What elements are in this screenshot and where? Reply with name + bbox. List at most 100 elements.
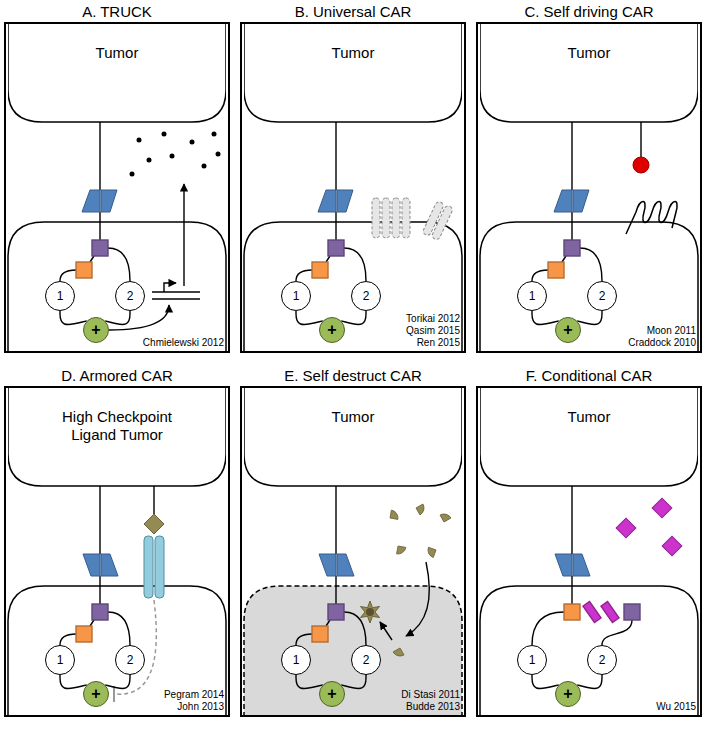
signal-domain-circle: 2 bbox=[587, 281, 617, 311]
checkpoint-ligand bbox=[144, 514, 164, 534]
dying-t-cell bbox=[244, 586, 462, 717]
signal-domain-circle: 2 bbox=[351, 281, 381, 311]
cytokine-dot bbox=[216, 152, 221, 157]
signal-domain-circle: 2 bbox=[115, 281, 145, 311]
panel-box: Tumor12+E. Self destruct CARDi Stasi 201… bbox=[240, 366, 466, 717]
car-signaling bbox=[60, 486, 130, 645]
t-cell-outline bbox=[244, 222, 462, 353]
citation-stack: Torikai 2012Qasim 2015Ren 2015 bbox=[406, 313, 460, 349]
drug-wedge bbox=[440, 511, 451, 522]
tumor-membrane bbox=[8, 386, 226, 486]
panel-title: F. Conditional CAR bbox=[476, 367, 702, 385]
inhibition-line bbox=[116, 600, 156, 694]
domain-number: 1 bbox=[529, 653, 536, 667]
signal-domain-circle: 1 bbox=[517, 281, 547, 311]
dimerizer-diamond bbox=[616, 518, 636, 538]
citation: Ren 2015 bbox=[406, 337, 460, 349]
activation-sign: + bbox=[91, 322, 100, 338]
panel-title: C. Self driving CAR bbox=[476, 3, 702, 21]
cytokine-dot bbox=[147, 158, 152, 163]
signal-connector bbox=[577, 311, 602, 325]
gene-strand bbox=[152, 291, 200, 292]
t-cell-outline bbox=[480, 222, 698, 353]
domain-number: 2 bbox=[127, 653, 134, 667]
tumor-outline bbox=[480, 22, 698, 126]
inhibition-bar bbox=[113, 686, 115, 702]
deleted-receptor bbox=[372, 198, 380, 238]
cytokine-dot bbox=[162, 132, 167, 137]
tumor-cell: Tumor bbox=[244, 22, 462, 124]
citation: Craddock 2010 bbox=[628, 337, 696, 349]
activation-circle: + bbox=[555, 681, 581, 707]
secreted-cytokines bbox=[130, 132, 221, 177]
activation-circle: + bbox=[555, 317, 581, 343]
signal-domain-circle: 1 bbox=[281, 281, 311, 311]
panel-title: A. TRUCK bbox=[4, 3, 230, 21]
drug-wedge bbox=[397, 546, 406, 555]
tumor-outline bbox=[8, 22, 226, 126]
uptake-arrow bbox=[406, 562, 429, 636]
drug-wedge bbox=[393, 648, 404, 659]
tumor-label: High Checkpoint Ligand Tumor bbox=[47, 408, 187, 444]
activation-sign: + bbox=[563, 686, 572, 702]
tumor-membrane bbox=[480, 22, 698, 122]
panel-d-art bbox=[8, 486, 226, 717]
signal-domain-circle: 2 bbox=[587, 645, 617, 675]
drug-wedge bbox=[426, 547, 436, 557]
car-signaling bbox=[532, 122, 602, 281]
caspase-core bbox=[366, 608, 374, 616]
dimerizer-bound bbox=[601, 602, 619, 623]
citation-stack: Chmielewski 2012 bbox=[143, 337, 224, 349]
cytokine-dot bbox=[212, 132, 217, 137]
caspase-star bbox=[361, 601, 380, 623]
citation: Pegram 2014 bbox=[164, 689, 224, 701]
signal-connector bbox=[105, 311, 130, 325]
domain-number: 1 bbox=[57, 653, 64, 667]
signal-connector bbox=[341, 675, 366, 689]
domain-number: 1 bbox=[57, 289, 64, 303]
signal-domain-circle: 2 bbox=[351, 645, 381, 675]
signal-domain-circle: 1 bbox=[45, 281, 75, 311]
panel-f-art bbox=[480, 486, 698, 717]
purple-domain bbox=[624, 604, 640, 620]
tumor-label: Tumor bbox=[47, 44, 187, 62]
signal-connector bbox=[60, 311, 87, 325]
caspase-star bbox=[361, 601, 380, 623]
tumor-cell: High Checkpoint Ligand Tumor bbox=[8, 386, 226, 488]
deleted-receptors bbox=[372, 198, 454, 241]
checkpoint-receptor bbox=[144, 536, 153, 598]
deleted-receptor bbox=[382, 198, 390, 238]
activation-sign: + bbox=[563, 322, 572, 338]
gene-strand bbox=[152, 298, 200, 299]
activation-circle: + bbox=[83, 681, 109, 707]
domain-link bbox=[602, 620, 632, 645]
citation: John 2013 bbox=[164, 701, 224, 713]
scfv bbox=[318, 190, 353, 212]
citation: Chmielewski 2012 bbox=[143, 337, 224, 349]
t-cell-outline bbox=[8, 586, 226, 717]
signal-connector bbox=[60, 675, 87, 689]
activation-circle: + bbox=[319, 317, 345, 343]
tumor-membrane bbox=[244, 386, 462, 486]
split-car bbox=[532, 486, 640, 645]
tumor-label: Tumor bbox=[519, 44, 659, 62]
dimerizer-diamond bbox=[652, 498, 672, 518]
citation: Torikai 2012 bbox=[406, 313, 460, 325]
domain-link bbox=[532, 612, 564, 645]
panel-a-art bbox=[8, 122, 226, 353]
panel-box: Tumor 1 2 + A. TRUCK Chmielewski 2012 bbox=[4, 2, 230, 353]
activation-circle: + bbox=[319, 681, 345, 707]
activation-circle: + bbox=[83, 317, 109, 343]
drug-wedge bbox=[390, 510, 399, 519]
dimerizer-diamond bbox=[662, 536, 682, 556]
scfv bbox=[554, 190, 589, 212]
domain-number: 2 bbox=[363, 653, 370, 667]
tumor-membrane bbox=[244, 22, 462, 122]
panel-box: Tumor12+C. Self driving CARMoon 2011Crad… bbox=[476, 2, 702, 353]
deleted-receptor bbox=[431, 205, 453, 241]
induction-arrow bbox=[109, 305, 169, 330]
activation-sign: + bbox=[327, 686, 336, 702]
signal-connector bbox=[296, 311, 323, 325]
